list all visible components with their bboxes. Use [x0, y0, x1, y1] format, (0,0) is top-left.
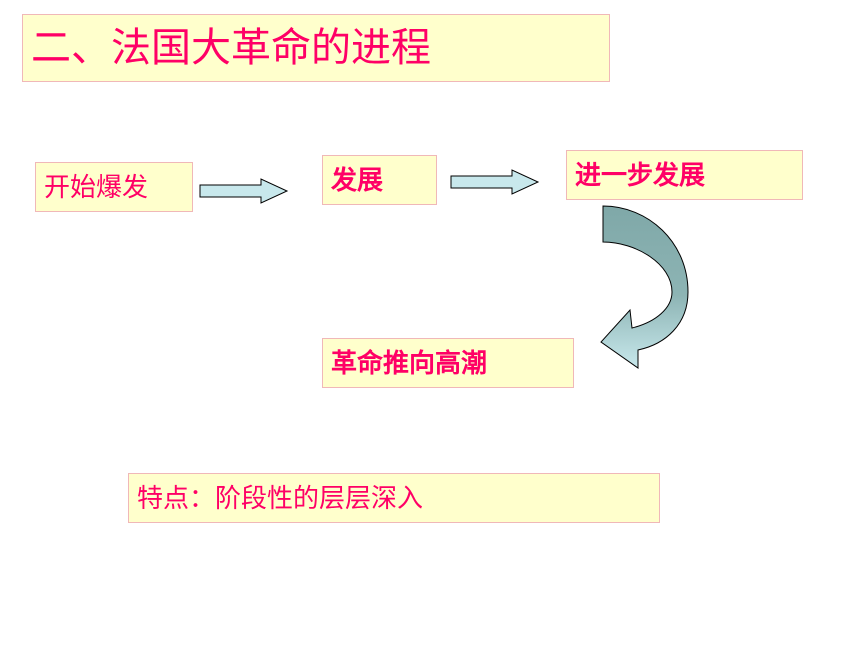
- arrow-right-icon: [199, 178, 289, 204]
- slide-title: 二、法国大革命的进程: [22, 14, 610, 82]
- arrow-right-icon: [450, 169, 540, 195]
- feature-summary-box: 特点：阶段性的层层深入: [128, 473, 660, 523]
- stage-further-development-box: 进一步发展: [566, 150, 803, 200]
- curved-arrow-icon: [600, 205, 689, 369]
- stage-development-box: 发展: [322, 155, 437, 205]
- stage-start-box: 开始爆发: [35, 162, 193, 212]
- stage-climax-box: 革命推向高潮: [322, 338, 574, 388]
